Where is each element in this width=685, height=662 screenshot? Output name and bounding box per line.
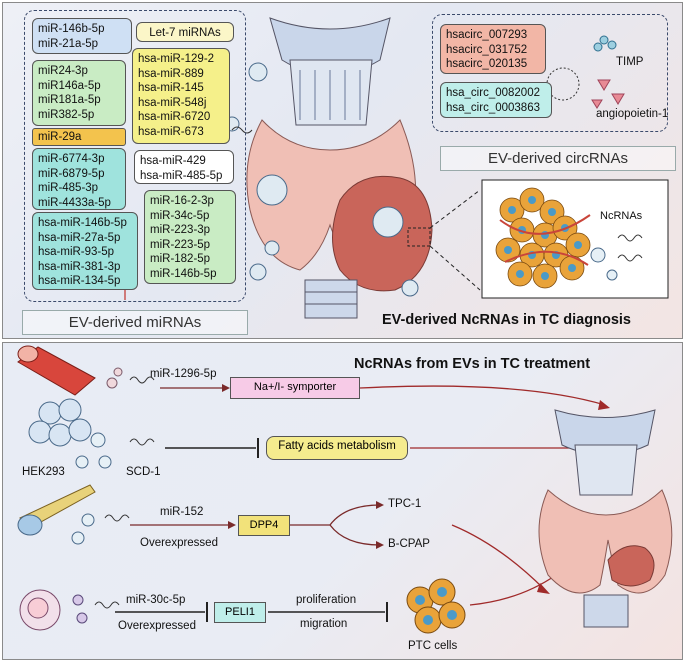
mirna-box-blue: miR-146b-5p miR-21a-5p bbox=[32, 18, 132, 54]
dpp4-label: DPP4 bbox=[249, 519, 279, 531]
mirna-item: hsa-miR-429 bbox=[140, 155, 206, 167]
mirna-box-teal-1: miR-6774-3p miR-6879-5p miR-485-3p miR-4… bbox=[32, 148, 126, 210]
fatty-acids-label: Fatty acids metabolism bbox=[278, 440, 396, 452]
hek293-label: HEK293 bbox=[22, 466, 65, 478]
row3-mirna: miR-152 bbox=[160, 506, 204, 518]
mirna-box-green-2: miR-16-2-3p miR-34c-5p miR-223-3p miR-22… bbox=[144, 190, 236, 284]
peli1-box: PELI1 bbox=[214, 602, 266, 623]
mirna-item: miR-223-5p bbox=[150, 238, 211, 251]
mirna-item: miR24-3p bbox=[38, 65, 88, 77]
mirna-box-green-1: miR24-3p miR146a-5p miR181a-5p miR382-5p bbox=[32, 60, 126, 126]
mirna-item: hsa-miR-27a-5p bbox=[38, 231, 121, 244]
let7-title-box: Let-7 miRNAs bbox=[136, 22, 234, 42]
circrna-item: hsa_circ_0082002 bbox=[446, 87, 540, 99]
mirna-item: hsa-miR-673 bbox=[138, 125, 204, 138]
diagnosis-title: EV-derived NcRNAs in TC diagnosis bbox=[382, 312, 631, 328]
proliferation-label: proliferation bbox=[296, 594, 357, 606]
nis-box: Na+/I- symporter bbox=[230, 377, 360, 399]
mirna-item: hsa-miR-93-5p bbox=[38, 246, 115, 259]
mirna-item: miR382-5p bbox=[38, 108, 95, 121]
mirna-item: miR-182-5p bbox=[150, 253, 211, 266]
circrna-dashed-frame bbox=[432, 14, 668, 132]
circrna-item: hsa_circ_0003863 bbox=[446, 101, 540, 114]
mirna-dashed-frame bbox=[24, 10, 246, 302]
migration-label: migration bbox=[300, 618, 348, 630]
mirna-item: hsa-miR-129-2 bbox=[138, 53, 215, 65]
mirna-item: miR-29a bbox=[38, 131, 82, 143]
row4-note: Overexpressed bbox=[118, 620, 196, 632]
mir29a-box: miR-29a bbox=[32, 128, 126, 146]
mirna-item: miR-223-3p bbox=[150, 224, 211, 237]
mirna-item: miR-4433a-5p bbox=[38, 196, 111, 209]
scd1-label: SCD-1 bbox=[126, 466, 161, 478]
circrna-box-teal: hsa_circ_0082002 hsa_circ_0003863 bbox=[440, 82, 552, 118]
mirna-item: miR-485-3p bbox=[38, 182, 99, 195]
mirna-section-label: EV-derived miRNAs bbox=[22, 310, 248, 335]
mirna-item: miR-6879-5p bbox=[38, 167, 105, 180]
circrna-item: hsacirc_007293 bbox=[446, 29, 528, 41]
circrna-item: hsacirc_031752 bbox=[446, 43, 528, 56]
mirna-box-white: hsa-miR-429 hsa-miR-485-5p bbox=[134, 150, 234, 184]
bcpap-label: B-CPAP bbox=[388, 538, 430, 550]
mirna-item: hsa-miR-145 bbox=[138, 82, 204, 95]
mirna-item: hsa-miR-6720 bbox=[138, 111, 211, 124]
mirna-item: hsa-miR-146b-5p bbox=[38, 217, 127, 229]
mirna-item: miR181a-5p bbox=[38, 94, 101, 107]
let7-title: Let-7 miRNAs bbox=[149, 27, 221, 39]
mirna-item: hsa-miR-485-5p bbox=[140, 169, 223, 182]
mirna-item: hsa-miR-889 bbox=[138, 67, 204, 80]
circrna-section-label: EV-derived circRNAs bbox=[440, 146, 676, 171]
row4-mirna: miR-30c-5p bbox=[126, 594, 186, 606]
mirna-box-teal-2: hsa-miR-146b-5p hsa-miR-27a-5p hsa-miR-9… bbox=[32, 212, 138, 290]
mirna-item: hsa-miR-134-5p bbox=[38, 275, 121, 288]
mirna-item: miR-146b-5p bbox=[38, 23, 105, 35]
mirna-box-yellow: hsa-miR-129-2 hsa-miR-889 hsa-miR-145 hs… bbox=[132, 48, 230, 144]
mirna-item: miR146a-5p bbox=[38, 79, 101, 92]
tpc1-label: TPC-1 bbox=[388, 498, 422, 510]
timp-label: TIMP bbox=[616, 56, 644, 68]
mirna-item: miR-6774-3p bbox=[38, 153, 105, 165]
mirna-item: miR-34c-5p bbox=[150, 209, 210, 222]
fatty-acids-box: Fatty acids metabolism bbox=[266, 436, 408, 460]
mirna-item: miR-146b-5p bbox=[150, 267, 217, 280]
dpp4-box: DPP4 bbox=[238, 515, 290, 536]
mirna-item: miR-21a-5p bbox=[38, 37, 99, 50]
peli1-label: PELI1 bbox=[225, 606, 255, 618]
angiopoietin-label: angiopoietin-1 bbox=[596, 108, 669, 120]
circrna-item: hsacirc_020135 bbox=[446, 58, 528, 71]
mirna-item: hsa-miR-381-3p bbox=[38, 260, 121, 273]
row1-mirna: miR-1296-5p bbox=[150, 368, 217, 380]
circrna-box-red: hsacirc_007293 hsacirc_031752 hsacirc_02… bbox=[440, 24, 546, 74]
treatment-title: NcRNAs from EVs in TC treatment bbox=[354, 356, 591, 372]
row3-note: Overexpressed bbox=[140, 537, 218, 549]
ptc-cells-label: PTC cells bbox=[408, 640, 458, 652]
ncrnas-label: NcRNAs bbox=[600, 210, 643, 222]
mirna-item: miR-16-2-3p bbox=[150, 195, 214, 207]
mirna-item: hsa-miR-548j bbox=[138, 96, 207, 109]
nis-label: Na+/I- symporter bbox=[253, 381, 337, 393]
